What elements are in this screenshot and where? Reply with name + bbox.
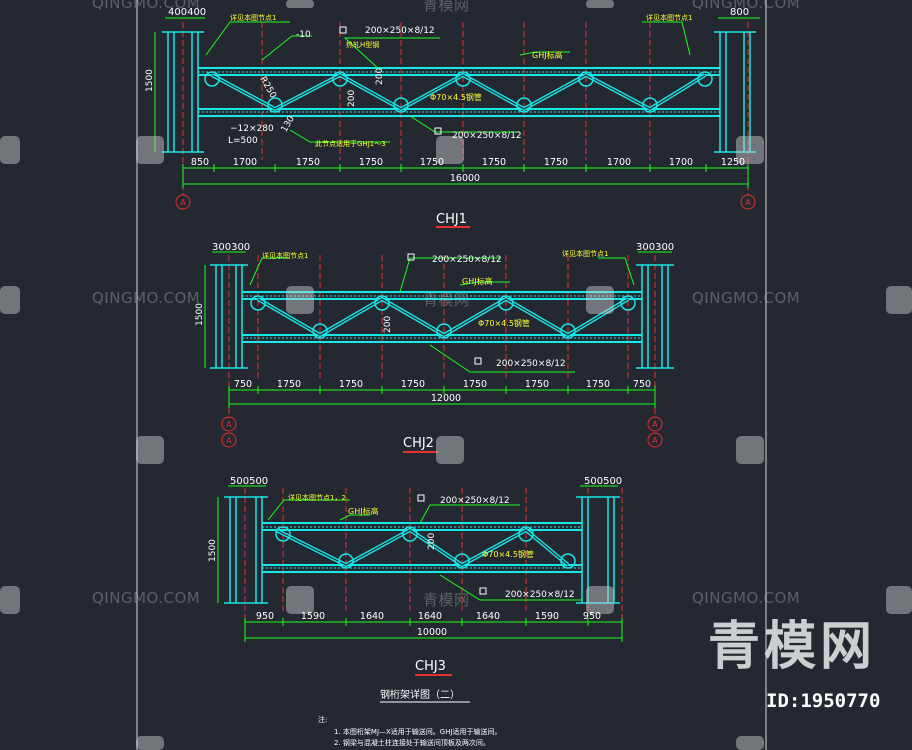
chj1-span-4: 1750: [420, 157, 444, 168]
watermark-cn: 青模网: [423, 591, 470, 609]
chj1-span-6: 1750: [544, 157, 568, 168]
chj2-axis-left-2: A: [226, 436, 232, 445]
chj2-axis-right: A: [652, 420, 658, 429]
chj2-span-5: 1750: [525, 379, 549, 390]
note-1: 1. 本图桁架MJ—X适用于输送间。GHJ适用于输送间。: [334, 727, 502, 736]
chj1-span-5: 1750: [482, 157, 506, 168]
chj1-span-9: 1250: [721, 157, 745, 168]
chj3-height-dim: 1500: [208, 539, 218, 562]
chj1-plate-note: −12×280: [230, 124, 274, 134]
chj1-total: 16000: [450, 173, 480, 184]
chj2-title: CHJ2: [403, 436, 434, 451]
chj2-axis-left: A: [226, 420, 232, 429]
chj1-note-hsteel: 热轧H型钢: [346, 40, 379, 49]
chj1-offset: 130: [280, 114, 297, 134]
watermark-text: QINGMO.COM: [92, 589, 201, 607]
notes-label: 注:: [318, 715, 327, 724]
chj1-note-plate: -10: [296, 30, 311, 40]
chj1-truss-label: GHJ标高: [532, 50, 563, 60]
chj2-node-note-right: 详见本图节点1: [562, 249, 608, 258]
chj3-inner-height: 200: [427, 533, 437, 550]
chj2-truss-label: GHJ标高: [462, 276, 493, 286]
chj2-total: 12000: [431, 393, 461, 404]
chj1-span-2: 1750: [296, 157, 320, 168]
chj3-node-note: 详见本图节点1，2: [288, 493, 346, 502]
chj1-span-7: 1700: [607, 157, 631, 168]
chj3-web-label: Φ70×4.5钢管: [482, 549, 534, 559]
chj2-height-dim: 1500: [195, 303, 205, 326]
chj2-inner-height: 200: [383, 316, 393, 333]
chj2-span-7: 750: [633, 379, 651, 390]
truss-chj2: [204, 251, 674, 453]
chj3-span-0: 950: [256, 611, 274, 622]
chj3-span-2: 1640: [360, 611, 384, 622]
watermark-text: QINGMO.COM: [92, 289, 201, 307]
watermark-text: QINGMO.COM: [692, 589, 801, 607]
chj3-col-right-dim: 500500: [584, 476, 622, 487]
chj3-truss-label: GHJ标高: [348, 506, 379, 516]
watermark-text: QINGMO.COM: [692, 0, 801, 12]
chj1-bottom-chord: 200×250×8/12: [452, 131, 522, 141]
chj1-axis-left: A: [180, 198, 186, 207]
truss-chj3: [217, 485, 623, 676]
chj1-length-note: L=500: [228, 136, 258, 146]
chj1-title: CHJ1: [436, 212, 467, 227]
chj1-height-dim: 1500: [145, 69, 155, 92]
watermark-text: QINGMO.COM: [692, 289, 801, 307]
chj2-span-2: 1750: [339, 379, 363, 390]
chj1-col-right-dim: 800: [730, 7, 749, 18]
chj2-span-0: 750: [234, 379, 252, 390]
chj2-span-3: 1750: [401, 379, 425, 390]
watermark-text: QINGMO.COM: [92, 0, 201, 12]
chj2-node-note-left: 详见本图节点1: [262, 251, 308, 260]
chj3-span-3: 1640: [418, 611, 442, 622]
chj2-top-chord: 200×250×8/12: [432, 255, 502, 265]
chj3-col-left-dim: 500500: [230, 476, 268, 487]
chj2-bottom-chord: 200×250×8/12: [496, 359, 566, 369]
chj2-col-right-dim: 300300: [636, 242, 674, 253]
chj1-inner-height: 200: [347, 90, 357, 107]
chj3-span-5: 1590: [535, 611, 559, 622]
chj3-total: 10000: [417, 627, 447, 638]
watermark-id: ID:1950770: [766, 690, 881, 712]
chj2-span-4: 1750: [463, 379, 487, 390]
chj1-apply-note: 此节点适用于GHJ1～3: [315, 139, 386, 148]
chj3-top-chord: 200×250×8/12: [440, 496, 510, 506]
chj1-radius: R250: [257, 75, 278, 101]
chj1-web-label: Φ70×4.5钢管: [430, 92, 482, 102]
chj2-web-label: Φ70×4.5钢管: [478, 318, 530, 328]
watermark-logo-text: 青模网: [708, 617, 877, 677]
chj1-span-0: 850: [191, 157, 209, 168]
chj3-span-6: 950: [583, 611, 601, 622]
chj1-inner-height-2: 200: [375, 68, 385, 85]
chj1-col-left-dim: 400400: [168, 7, 206, 18]
chj1-span-3: 1750: [359, 157, 383, 168]
chj1-node-note-left: 详见本图节点1: [230, 13, 276, 22]
chj3-bottom-chord: 200×250×8/12: [505, 590, 575, 600]
chj1-span-8: 1700: [669, 157, 693, 168]
truss-chj1: [154, 17, 760, 228]
chj1-node-note-right: 详见本图节点1: [646, 13, 692, 22]
watermark-cn: 青模网: [423, 291, 470, 309]
chj1-top-chord: 200×250×8/12: [365, 26, 435, 36]
watermark-cn: 青模网: [423, 0, 470, 14]
chj2-span-6: 1750: [586, 379, 610, 390]
chj2-span-1: 1750: [277, 379, 301, 390]
chj2-col-left-dim: 300300: [212, 242, 250, 253]
chj3-span-4: 1640: [476, 611, 500, 622]
note-2: 2. 钢梁与混凝土柱连接处于输送间顶板及两次间。: [334, 738, 490, 747]
chj3-span-1: 1590: [301, 611, 325, 622]
chj2-axis-right-2: A: [652, 436, 658, 445]
sheet-title: 钢桁架详图（二）: [380, 688, 460, 701]
chj3-title: CHJ3: [415, 659, 446, 674]
chj1-axis-right: A: [745, 198, 751, 207]
chj1-span-1: 1700: [233, 157, 257, 168]
